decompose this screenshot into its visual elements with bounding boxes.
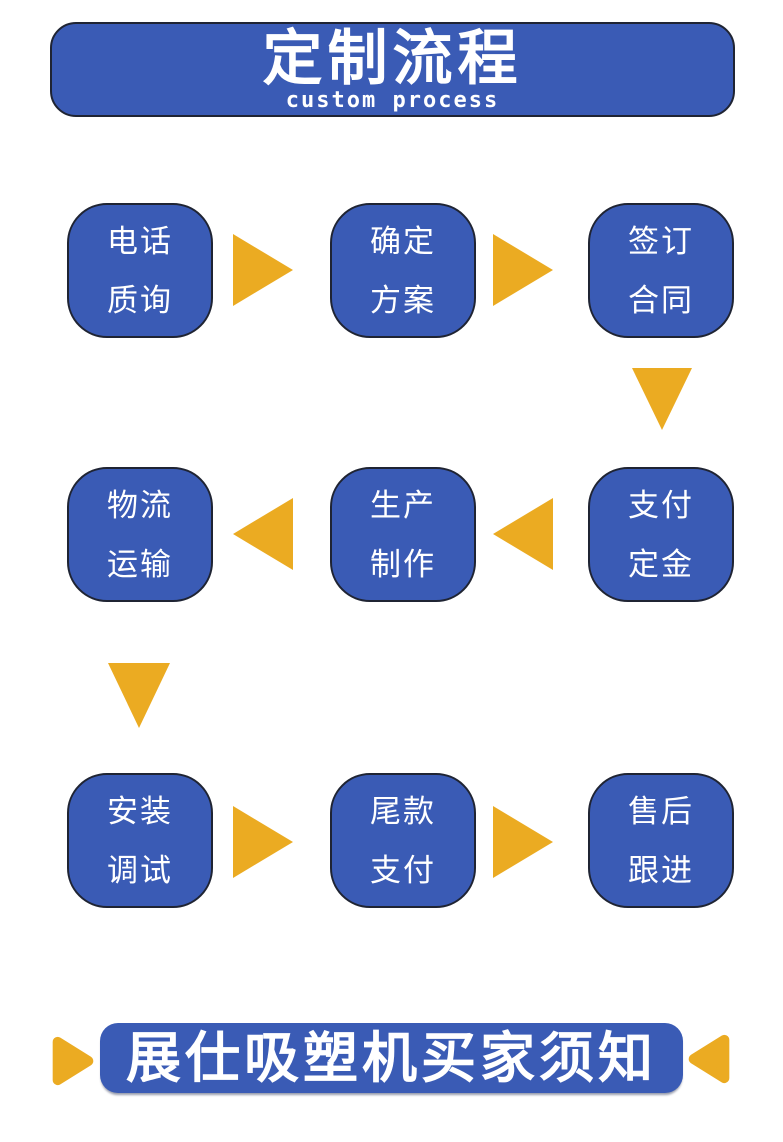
step-label-line: 生产 [370, 487, 436, 523]
page-subtitle: custom process [285, 88, 500, 113]
step-label-line: 调试 [107, 852, 173, 888]
flow-arrow-right-icon [233, 806, 293, 878]
step-pay-deposit: 支付 定金 [588, 467, 734, 602]
page-title: 定制流程 [262, 25, 523, 92]
step-install-debug: 安装 调试 [67, 773, 213, 908]
flow-arrow-left-icon [233, 498, 293, 570]
step-label-line: 运输 [107, 546, 173, 582]
step-label-line: 支付 [370, 852, 436, 888]
step-after-sales: 售后 跟进 [588, 773, 734, 908]
step-label-line: 尾款 [370, 793, 436, 829]
step-label-line: 物流 [107, 487, 173, 523]
banner-arrow-right-icon [50, 1031, 96, 1091]
flow-arrow-right-icon [493, 234, 553, 306]
step-label-line: 支付 [628, 487, 694, 523]
step-label-line: 跟进 [628, 852, 694, 888]
flow-arrow-down-icon [108, 663, 170, 728]
step-label-line: 售后 [628, 793, 694, 829]
flow-arrow-left-icon [493, 498, 553, 570]
flow-arrow-down-icon [632, 368, 692, 430]
notice-title: 展仕吸塑机买家须知 [125, 1026, 657, 1089]
step-label-line: 制作 [370, 546, 436, 582]
step-label-line: 定金 [628, 546, 694, 582]
step-label-line: 合同 [628, 282, 694, 318]
step-production: 生产 制作 [330, 467, 476, 602]
step-label-line: 电话 [107, 223, 173, 259]
step-label-line: 签订 [628, 223, 694, 259]
notice-banner: 展仕吸塑机买家须知 [100, 1023, 683, 1093]
banner-arrow-left-icon [686, 1031, 732, 1087]
step-label-line: 方案 [370, 282, 436, 318]
flow-arrow-right-icon [233, 234, 293, 306]
step-sign-contract: 签订 合同 [588, 203, 734, 338]
title-banner: 定制流程 custom process [50, 22, 735, 117]
step-confirm-plan: 确定 方案 [330, 203, 476, 338]
step-phone-inquiry: 电话 质询 [67, 203, 213, 338]
flow-arrow-right-icon [493, 806, 553, 878]
step-final-payment: 尾款 支付 [330, 773, 476, 908]
step-label-line: 质询 [107, 282, 173, 318]
step-label-line: 安装 [107, 793, 173, 829]
step-logistics-transport: 物流 运输 [67, 467, 213, 602]
step-label-line: 确定 [370, 223, 436, 259]
